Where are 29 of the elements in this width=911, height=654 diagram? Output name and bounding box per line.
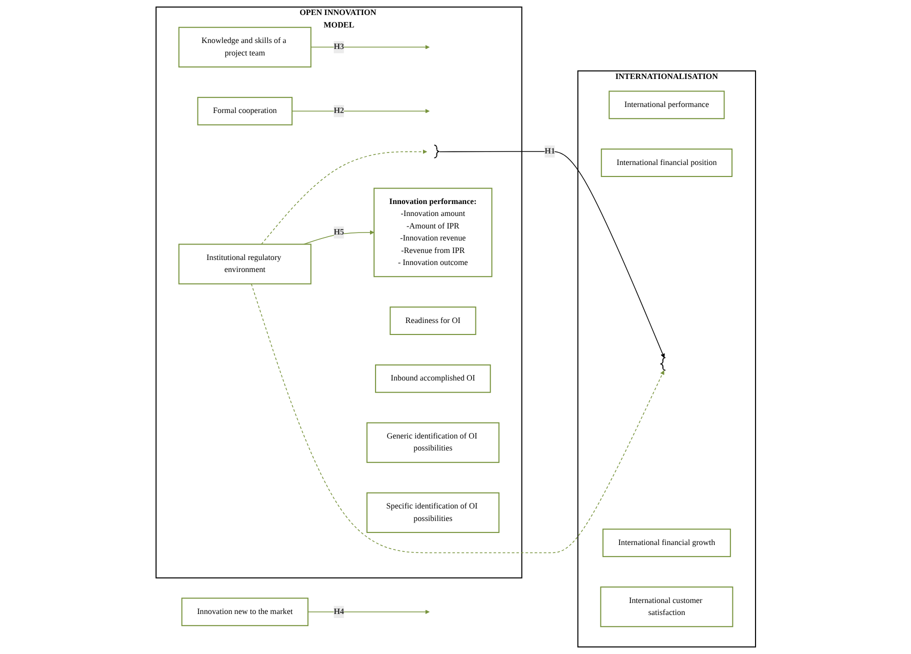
concept-box: Specific identification of OI possibilities bbox=[366, 492, 500, 533]
dashed-bracket bbox=[660, 357, 666, 371]
concept-box: Knowledge and skills of a project team bbox=[178, 26, 312, 68]
arrow bbox=[303, 230, 374, 245]
dashed-arrow bbox=[260, 150, 427, 245]
concept-box: Innovation performance: -Innovation amount -Amount of IPR -Innovation revenue -Revenue from IPR - Innovation outcome bbox=[373, 188, 492, 278]
concept-box: Generic identification of OI possibilities bbox=[366, 422, 500, 463]
section-heading: OPEN INNOVATION MODEL bbox=[299, 8, 376, 30]
concept-box: International financial position bbox=[600, 148, 732, 177]
edge-label: H3 bbox=[333, 41, 344, 54]
edge-label: H2 bbox=[333, 105, 344, 118]
arrow bbox=[291, 108, 430, 114]
dashed-bracket bbox=[433, 144, 440, 158]
concept-box: Inbound accomplished OI bbox=[374, 364, 491, 393]
concept-box: Readiness for OI bbox=[389, 306, 476, 335]
concept-box: International financial growth bbox=[602, 528, 731, 558]
arrow bbox=[310, 44, 430, 50]
concept-box: International performance bbox=[608, 90, 724, 120]
concept-box: International customer satisfaction bbox=[600, 586, 733, 628]
dashed-arrow bbox=[250, 283, 664, 554]
concept-box: Innovation new to the market bbox=[181, 598, 308, 626]
arrow bbox=[438, 151, 664, 358]
edge-label: H5 bbox=[333, 226, 344, 239]
edge-label: H4 bbox=[333, 606, 344, 618]
edge-label: H1 bbox=[544, 145, 555, 158]
concept-box: Formal cooperation bbox=[196, 96, 292, 126]
concept-box: Institutional regulatory environment bbox=[178, 244, 312, 284]
arrow bbox=[307, 610, 430, 614]
section-heading: INTERNATIONALISATION bbox=[615, 72, 718, 82]
